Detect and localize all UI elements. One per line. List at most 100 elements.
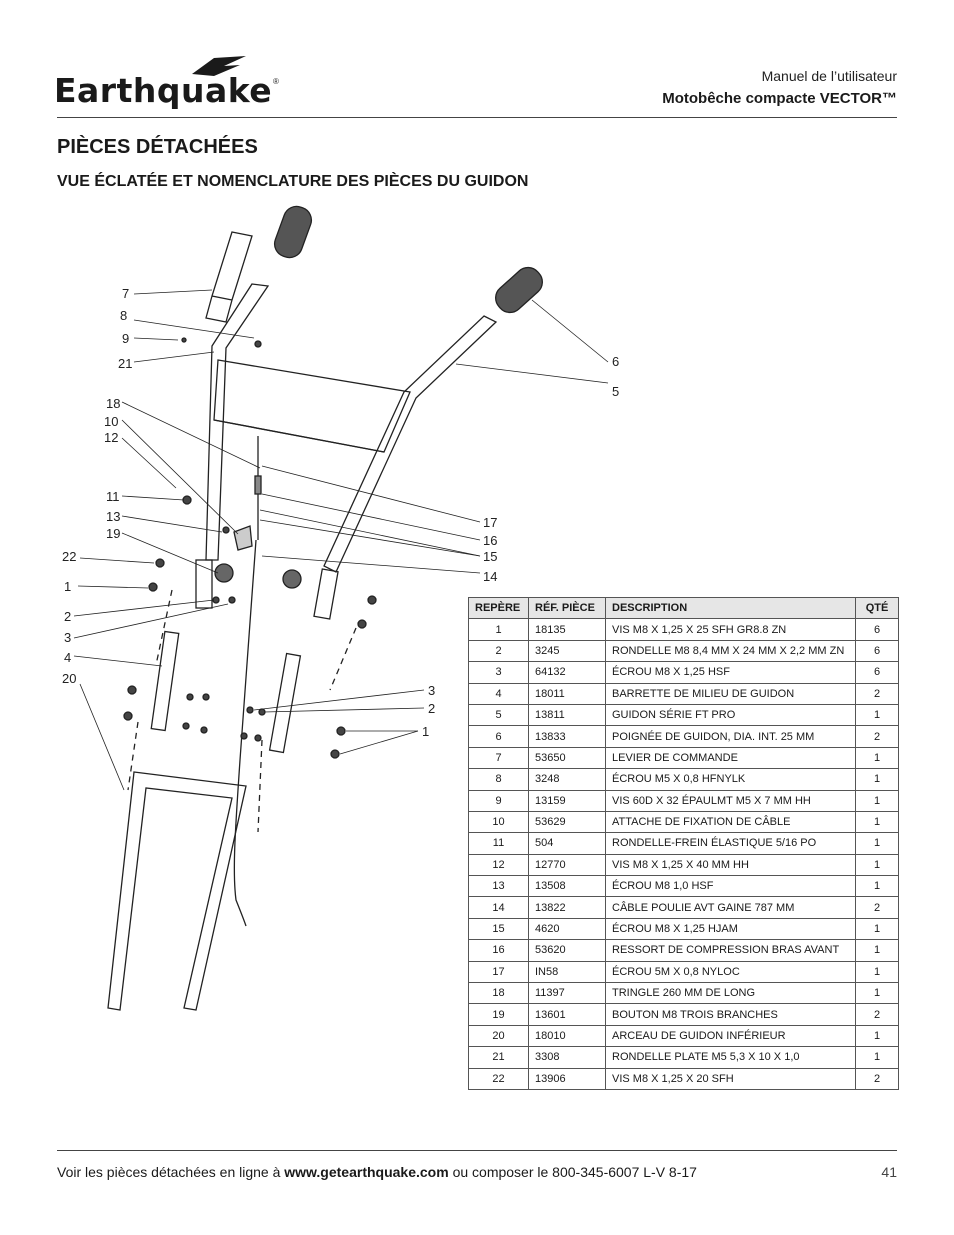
description-cell: RESSORT DE COMPRESSION BRAS AVANT: [605, 939, 856, 962]
description-cell: POIGNÉE DE GUIDON, DIA. INT. 25 MM: [605, 725, 856, 748]
callout-4: 4: [64, 650, 71, 665]
description-cell: ÉCROU 5M X 0,8 NYLOC: [605, 960, 856, 984]
knob-right-icon: [282, 569, 302, 589]
callout-18: 18: [106, 396, 120, 411]
callout-13: 13: [106, 509, 120, 524]
callout-8: 8: [120, 308, 127, 323]
ref-piece-cell: 64132: [528, 661, 606, 684]
header-repere: REPÈRE: [468, 596, 529, 620]
ref-piece-cell: 53629: [528, 810, 606, 834]
qte-cell: 1: [855, 1046, 899, 1069]
description-cell: LEVIER DE COMMANDE: [605, 746, 856, 770]
qte-cell: 1: [855, 875, 899, 898]
handlebar-parts: [107, 205, 543, 1011]
bracket-right-icon: [313, 568, 339, 620]
ref-piece-cell: IN58: [528, 960, 606, 984]
footer-website-link[interactable]: www.getearthquake.com: [284, 1164, 449, 1180]
qte-cell: 1: [855, 746, 899, 770]
footer-text-before: Voir les pièces détachées en ligne à: [57, 1164, 285, 1180]
repere-cell: 13: [468, 875, 529, 898]
qte-cell: 1: [855, 917, 899, 941]
description-cell: TRINGLE 260 MM DE LONG: [605, 982, 856, 1005]
ref-piece-cell: 53620: [528, 939, 606, 962]
repere-cell: 1: [468, 618, 529, 641]
repere-cell: 6: [468, 725, 529, 748]
qte-cell: 1: [855, 810, 899, 834]
description-cell: BOUTON M8 TROIS BRANCHES: [605, 1003, 856, 1026]
lower-hoop-icon: [107, 771, 247, 1011]
ref-piece-cell: 504: [528, 832, 606, 855]
product-title: Motobêche compacte VECTOR™: [662, 90, 897, 107]
repere-cell: 21: [468, 1046, 529, 1069]
ref-piece-cell: 3308: [528, 1046, 606, 1069]
ref-piece-cell: 13508: [528, 875, 606, 898]
cable-icon: [233, 539, 257, 927]
description-cell: ATTACHE DE FIXATION DE CÂBLE: [605, 810, 856, 834]
qte-cell: 6: [855, 639, 899, 663]
header-description: DESCRIPTION: [605, 596, 856, 620]
middle-bar-right-icon: [268, 652, 302, 754]
callout-15: 15: [483, 549, 497, 564]
description-cell: RONDELLE-FREIN ÉLASTIQUE 5/16 PO: [605, 832, 856, 855]
grip-upper-icon: [273, 205, 313, 259]
footer-text-after: ou composer le 800-345-6007 L-V 8-17: [448, 1164, 697, 1180]
repere-cell: 8: [468, 768, 529, 791]
callout-1-right: 1: [422, 724, 429, 739]
qte-cell: 6: [855, 618, 899, 641]
callout-leaders: [73, 289, 609, 791]
ref-piece-cell: 13159: [528, 789, 606, 812]
callout-22: 22: [62, 549, 76, 564]
bracket-left-icon: [195, 559, 213, 609]
callout-12: 12: [104, 430, 118, 445]
callout-11: 11: [106, 489, 120, 504]
description-cell: VIS M8 X 1,25 X 40 MM HH: [605, 853, 856, 877]
callout-14: 14: [483, 569, 497, 584]
repere-cell: 11: [468, 832, 529, 855]
repere-cell: 20: [468, 1024, 529, 1048]
description-cell: VIS M8 X 1,25 X 20 SFH: [605, 1067, 856, 1090]
description-cell: BARRETTE DE MILIEU DE GUIDON: [605, 682, 856, 705]
callout-3-left: 3: [64, 630, 71, 645]
ref-piece-cell: 11397: [528, 982, 606, 1005]
ref-piece-cell: 13833: [528, 725, 606, 748]
spring-icon: [254, 475, 262, 495]
footer-divider: [57, 1150, 897, 1151]
table-header-row: REPÈRE RÉF. PIÈCE DESCRIPTION QTÉ: [468, 596, 899, 620]
description-cell: CÂBLE POULIE AVT GAINE 787 MM: [605, 896, 856, 919]
qte-cell: 6: [855, 661, 899, 684]
middle-bar-left-icon: [150, 630, 180, 732]
repere-cell: 14: [468, 896, 529, 919]
header-titles: Manuel de l’utilisateur Motobêche compac…: [662, 68, 897, 107]
repere-cell: 19: [468, 1003, 529, 1026]
upper-handle-right-icon: [323, 315, 498, 573]
callout-16: 16: [483, 533, 497, 548]
repere-cell: 4: [468, 682, 529, 705]
qte-cell: 1: [855, 960, 899, 984]
ref-piece-cell: 13811: [528, 703, 606, 727]
repere-cell: 3: [468, 661, 529, 684]
qte-cell: 1: [855, 982, 899, 1005]
grip-right-icon: [495, 266, 543, 314]
header-qte: QTÉ: [855, 596, 899, 620]
callout-10: 10: [104, 414, 118, 429]
ref-piece-cell: 53650: [528, 746, 606, 770]
callout-6: 6: [612, 354, 619, 369]
qte-cell: 2: [855, 1003, 899, 1026]
repere-cell: 22: [468, 1067, 529, 1090]
ref-piece-cell: 12770: [528, 853, 606, 877]
repere-cell: 7: [468, 746, 529, 770]
callout-17: 17: [483, 515, 497, 530]
